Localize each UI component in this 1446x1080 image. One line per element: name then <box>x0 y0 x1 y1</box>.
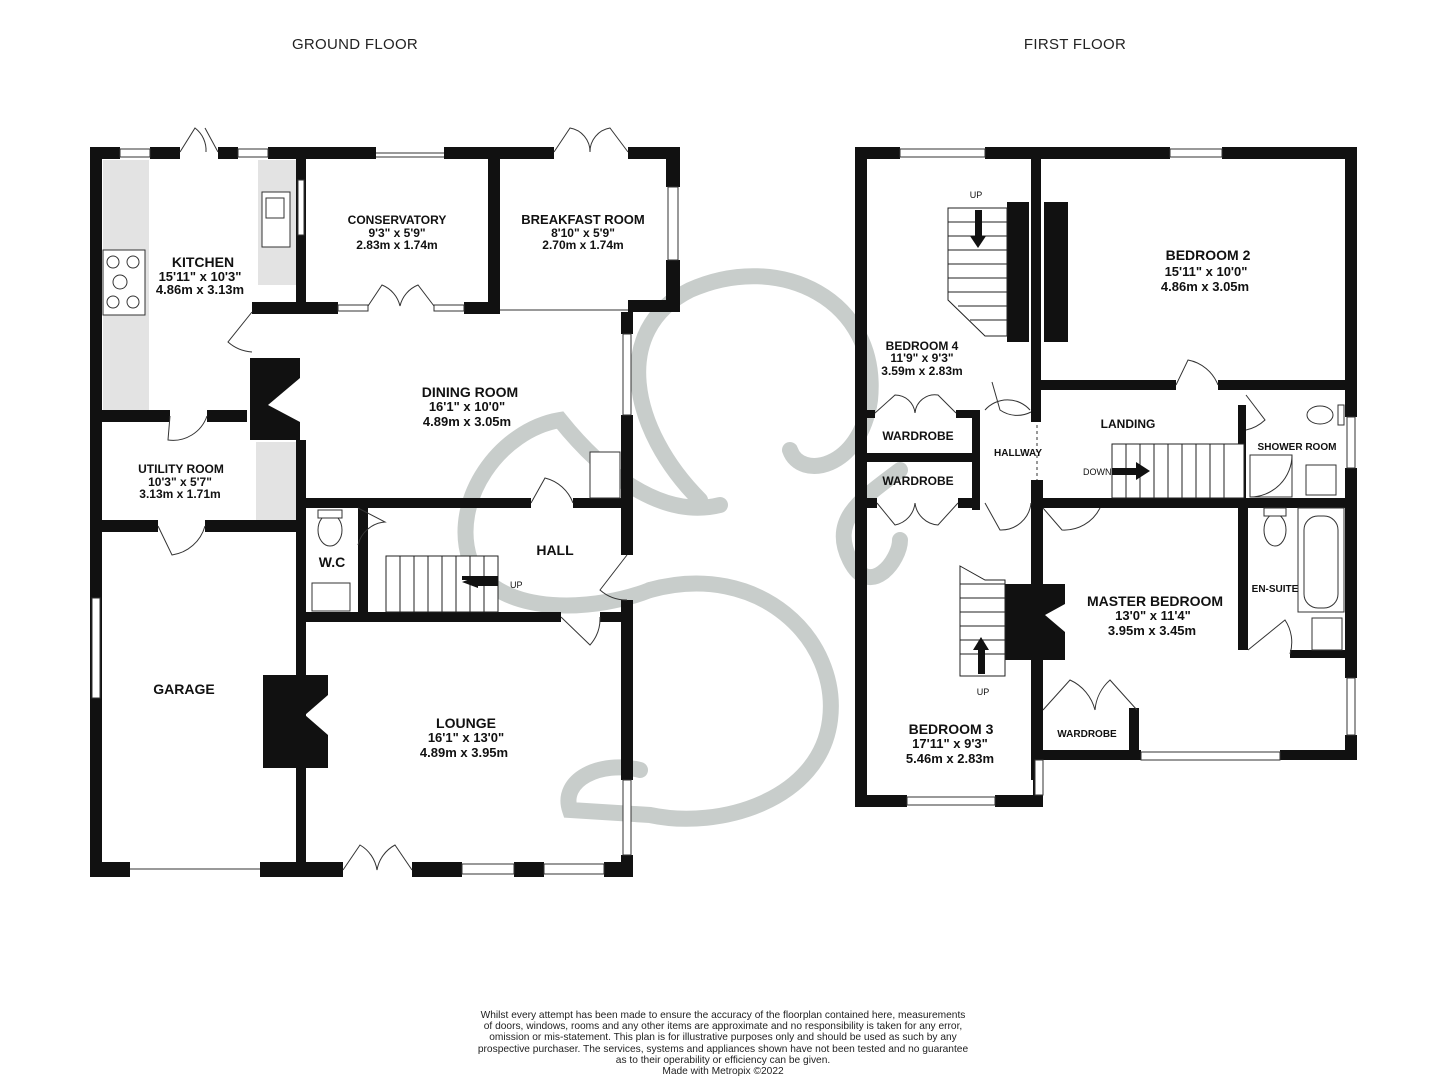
disclaimer-text: Whilst every attempt has been made to en… <box>468 1010 978 1077</box>
basin-icon <box>1305 464 1337 496</box>
disclaimer-line: prospective purchaser. The services, sys… <box>477 1043 969 1055</box>
ground-stairs: UP <box>385 555 523 613</box>
first-floor-plan: UP DOWN UP <box>855 147 1357 807</box>
disclaimer-line: as to their operability or efficiency ca… <box>615 1054 831 1066</box>
disclaimer-line: Whilst every attempt has been made to en… <box>480 1010 966 1021</box>
svg-text:11'9" x 9'3": 11'9" x 9'3" <box>890 351 953 365</box>
svg-text:BEDROOM 2: BEDROOM 2 <box>1166 247 1251 263</box>
disclaimer-line: omission or mis-statement. This plan is … <box>489 1032 957 1044</box>
ground-floor-plan: UP KITCHEN 15'11" x 10'3" 4.86m x 3.13m … <box>90 127 680 877</box>
landing-label: LANDING <box>1101 417 1156 431</box>
svg-text:16'1" x 13'0": 16'1" x 13'0" <box>428 730 504 745</box>
first-stairs-landing: DOWN <box>1083 443 1245 499</box>
svg-text:UTILITY ROOM: UTILITY ROOM <box>138 462 224 476</box>
watermark-logo <box>457 268 908 827</box>
bedroom-3-label: BEDROOM 3 17'11" x 9'3" 5.46m x 2.83m <box>906 721 994 766</box>
shower-room-label: SHOWER ROOM <box>1258 442 1337 453</box>
wardrobe-label: WARDROBE <box>882 429 953 443</box>
toilet-icon <box>1306 405 1334 425</box>
dining-room-label: DINING ROOM 16'1" x 10'0" 4.89m x 3.05m <box>422 384 518 429</box>
svg-text:UP: UP <box>510 580 523 590</box>
en-suite-label: EN-SUITE <box>1252 584 1299 595</box>
svg-text:5.46m x 2.83m: 5.46m x 2.83m <box>906 751 994 766</box>
bedroom-4-label: BEDROOM 4 11'9" x 9'3" 3.59m x 2.83m <box>881 339 962 378</box>
svg-text:4.89m x 3.05m: 4.89m x 3.05m <box>423 414 511 429</box>
svg-text:3.13m x 1.71m: 3.13m x 1.71m <box>139 487 220 501</box>
basin-icon <box>311 582 351 612</box>
first-stairs-upper: UP <box>947 190 1008 337</box>
conservatory-label: CONSERVATORY 9'3" x 5'9" 2.83m x 1.74m <box>348 213 447 252</box>
shower-tray-icon <box>1249 454 1293 498</box>
disclaimer-line: Made with Metropix ©2022 <box>662 1066 784 1078</box>
svg-text:13'0" x 11'4": 13'0" x 11'4" <box>1115 608 1191 623</box>
svg-text:CONSERVATORY: CONSERVATORY <box>348 213 447 227</box>
breakfast-room-label: BREAKFAST ROOM 8'10" x 5'9" 2.70m x 1.74… <box>521 212 645 252</box>
svg-text:2.70m x 1.74m: 2.70m x 1.74m <box>542 238 623 252</box>
svg-text:10'3" x 5'7": 10'3" x 5'7" <box>148 475 212 489</box>
hall-label: HALL <box>536 542 574 558</box>
svg-text:2.83m x 1.74m: 2.83m x 1.74m <box>356 238 437 252</box>
lounge-label: LOUNGE 16'1" x 13'0" 4.89m x 3.95m <box>420 715 508 760</box>
svg-text:3.95m x 3.45m: 3.95m x 3.45m <box>1108 623 1196 638</box>
svg-text:BREAKFAST ROOM: BREAKFAST ROOM <box>521 212 645 227</box>
kitchen-label: KITCHEN 15'11" x 10'3" 4.86m x 3.13m <box>156 254 244 297</box>
svg-text:15'11" x 10'0": 15'11" x 10'0" <box>1165 264 1248 279</box>
garage-label: GARAGE <box>153 681 214 697</box>
wc-label: W.C <box>319 554 345 570</box>
first-stairs-lower: UP <box>959 565 1006 697</box>
bedroom-2-label: BEDROOM 2 15'11" x 10'0" 4.86m x 3.05m <box>1161 247 1251 294</box>
master-bedroom-label: MASTER BEDROOM 13'0" x 11'4" 3.95m x 3.4… <box>1087 593 1223 638</box>
basin-icon <box>1311 617 1343 651</box>
svg-text:15'11" x 10'3": 15'11" x 10'3" <box>159 269 242 284</box>
svg-text:DINING ROOM: DINING ROOM <box>422 384 518 400</box>
wardrobe-label: WARDROBE <box>1057 729 1117 740</box>
svg-text:4.86m x 3.13m: 4.86m x 3.13m <box>156 282 244 297</box>
wardrobe-label: WARDROBE <box>882 474 953 488</box>
utility-room-label: UTILITY ROOM 10'3" x 5'7" 3.13m x 1.71m <box>138 462 224 501</box>
disclaimer-line: of doors, windows, rooms and any other i… <box>483 1021 963 1033</box>
hallway-label: HALLWAY <box>994 448 1042 459</box>
toilet-icon <box>317 513 343 547</box>
svg-text:DOWN: DOWN <box>1083 467 1112 477</box>
svg-text:KITCHEN: KITCHEN <box>172 254 234 270</box>
svg-text:4.86m x 3.05m: 4.86m x 3.05m <box>1161 279 1249 294</box>
svg-text:MASTER BEDROOM: MASTER BEDROOM <box>1087 593 1223 609</box>
svg-text:UP: UP <box>970 190 983 200</box>
svg-text:17'11" x 9'3": 17'11" x 9'3" <box>912 736 988 751</box>
svg-text:BEDROOM 4: BEDROOM 4 <box>886 339 959 353</box>
toilet-icon <box>1263 513 1287 547</box>
svg-text:LOUNGE: LOUNGE <box>436 715 496 731</box>
svg-text:4.89m x 3.95m: 4.89m x 3.95m <box>420 745 508 760</box>
svg-text:16'1" x 10'0": 16'1" x 10'0" <box>429 399 505 414</box>
svg-text:BEDROOM 3: BEDROOM 3 <box>909 721 994 737</box>
svg-text:8'10" x 5'9": 8'10" x 5'9" <box>551 226 615 240</box>
ground-floor-title: GROUND FLOOR <box>292 36 418 53</box>
svg-text:3.59m x 2.83m: 3.59m x 2.83m <box>881 364 962 378</box>
utility-worktop <box>256 442 296 520</box>
svg-text:UP: UP <box>977 687 990 697</box>
svg-text:9'3" x 5'9": 9'3" x 5'9" <box>368 226 425 240</box>
first-floor-title: FIRST FLOOR <box>1024 36 1126 53</box>
